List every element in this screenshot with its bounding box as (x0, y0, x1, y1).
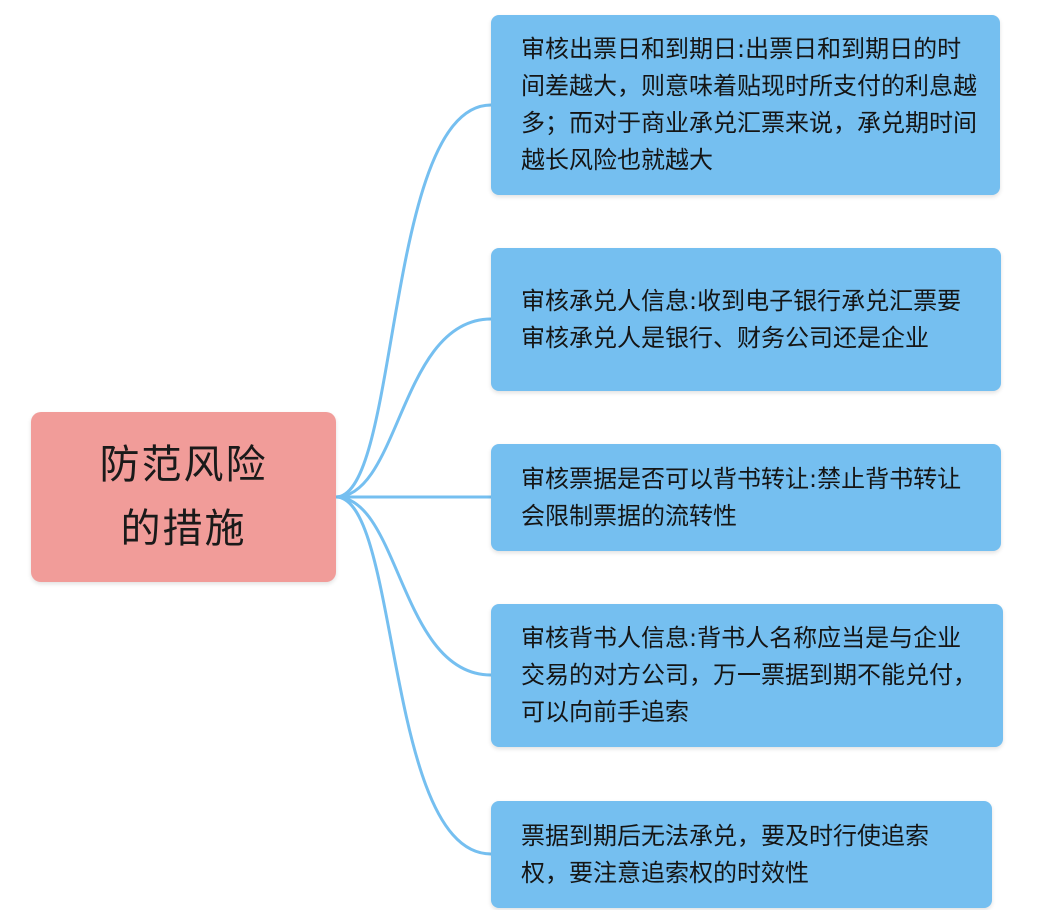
branch-node-acceptor-info: 审核承兑人信息:收到电子银行承兑汇票要审核承兑人是银行、财务公司还是企业 (491, 248, 1001, 391)
branch-node-text: 审核背书人信息:背书人名称应当是与企业交易的对方公司，万一票据到期不能兑付，可以… (521, 624, 977, 726)
branch-node-recourse-right: 票据到期后无法承兑，要及时行使追索权，要注意追索权的时效性 (491, 801, 992, 908)
branch-node-endorsement-transfer: 审核票据是否可以背书转让:禁止背书转让会限制票据的流转性 (491, 444, 1001, 551)
branch-node-text: 审核出票日和到期日:出票日和到期日的时间差越大，则意味着贴现时所支付的利息越多；… (521, 35, 977, 174)
branch-node-text: 审核承兑人信息:收到电子银行承兑汇票要审核承兑人是银行、财务公司还是企业 (521, 286, 962, 352)
root-node: 防范风险的措施 (31, 412, 336, 582)
connector-4 (334, 495, 493, 677)
branch-node-text: 审核票据是否可以背书转让:禁止背书转让会限制票据的流转性 (521, 464, 962, 530)
branch-node-text: 票据到期后无法承兑，要及时行使追索权，要注意追索权的时效性 (521, 821, 929, 887)
branch-node-endorser-info: 审核背书人信息:背书人名称应当是与企业交易的对方公司，万一票据到期不能兑付，可以… (491, 604, 1003, 747)
branch-node-issue-and-due-date: 审核出票日和到期日:出票日和到期日的时间差越大，则意味着贴现时所支付的利息越多；… (491, 15, 1000, 195)
connector-2 (334, 317, 493, 499)
connector-1 (334, 103, 493, 499)
root-node-label: 防范风险的措施 (99, 442, 268, 552)
connector-5 (334, 495, 493, 856)
